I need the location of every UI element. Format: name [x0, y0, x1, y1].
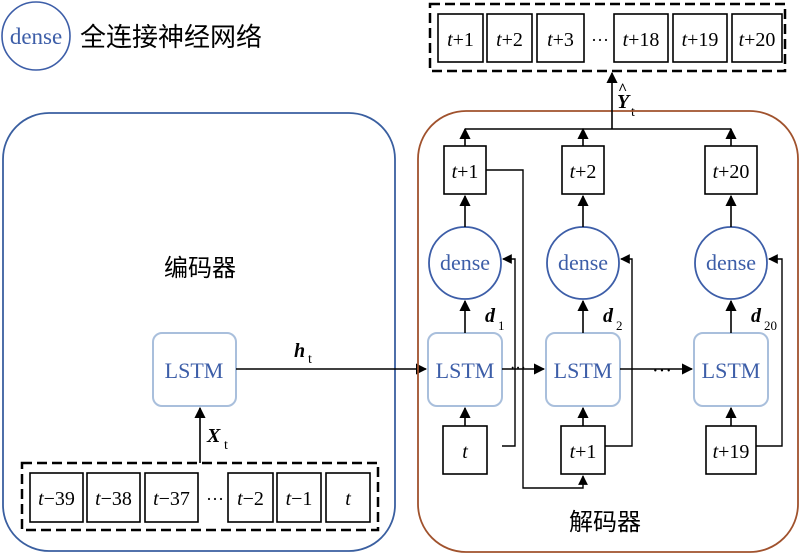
decoder-output-text: t+1	[452, 161, 479, 183]
decoder-dots-2: ···	[652, 360, 672, 382]
encoder-input-cell-text: t	[345, 488, 351, 510]
decoder-dense-label: dense	[706, 250, 756, 275]
encoder-input-cell-text: t−39	[38, 488, 75, 510]
encoder: 编码器 LSTM t−39 t−38 t−37 ··· t−2 t−1 t X t	[2, 112, 396, 552]
decoder-lstm-label: LSTM	[702, 358, 761, 383]
encoder-input-cell	[29, 472, 84, 523]
prediction-output: t+1 t+2 t+3 ··· t+18 t+19 t+20 Y ^ t	[428, 2, 787, 120]
decoder-lstm-label: LSTM	[554, 358, 613, 383]
decoder-input-text: t+1	[570, 441, 597, 463]
legend: dense 全连接神经网络	[1, 1, 262, 71]
encoder-input-dashed-frame	[20, 461, 380, 532]
prediction-dots: ···	[591, 30, 609, 50]
decoder-d-label: d	[751, 305, 762, 327]
decoder-dots-1: ···	[510, 360, 526, 377]
prediction-cell-text: t+1	[447, 29, 474, 51]
encoder-input-label: X	[206, 425, 221, 447]
legend-dense-label: dense	[10, 24, 62, 49]
decoder-input-cell	[560, 425, 606, 475]
prediction-cell	[486, 13, 533, 63]
encoder-input-cell	[86, 472, 141, 523]
prediction-cell-text: t+2	[496, 29, 523, 51]
decoder-dense-label: dense	[440, 250, 490, 275]
decoder-output-cell	[704, 145, 758, 195]
decoder-feedback-1	[486, 169, 588, 489]
decoder-d-label-sub: 2	[616, 318, 623, 333]
encoder-input-label-sub: t	[224, 438, 228, 453]
decoder-d-label: d	[603, 305, 614, 327]
prediction-cell-text: t+3	[547, 29, 574, 51]
encoder-input-cell-text: t−37	[153, 488, 190, 510]
decoder-input-text: t+19	[713, 441, 750, 463]
encoder-input-cell	[227, 472, 274, 523]
prediction-cell-text: t+20	[739, 29, 776, 51]
prediction-cell	[437, 13, 484, 63]
encoder-label: 编码器	[164, 254, 236, 282]
hidden-state: h t	[236, 340, 428, 375]
prediction-label: Y	[617, 91, 631, 113]
prediction-cell-text: t+19	[682, 29, 719, 51]
encoder-input-cell-text: t−2	[237, 488, 264, 510]
encoder-input-cell	[325, 472, 371, 523]
prediction-dashed-frame	[428, 2, 787, 73]
encoder-input-cell-text: t−1	[286, 488, 313, 510]
legend-description: 全连接神经网络	[80, 23, 262, 53]
prediction-cell	[672, 13, 728, 63]
decoder-output-text: t+2	[570, 161, 597, 183]
decoder-loop-3	[756, 254, 783, 447]
encoder-input-cell-text: t−38	[95, 488, 132, 510]
decoder-d-label-sub: 20	[764, 318, 777, 333]
decoder-d-label: d	[485, 305, 496, 327]
hidden-state-label-sub: t	[308, 352, 312, 367]
decoder-input-text: t	[462, 441, 468, 463]
encoder-input-cell	[144, 472, 199, 523]
decoder-output-text: t+20	[713, 161, 750, 183]
encoder-frame	[2, 112, 396, 552]
decoder-label: 解码器	[569, 508, 641, 536]
decoder-output-cell	[561, 145, 605, 195]
encoder-lstm-label: LSTM	[165, 358, 224, 383]
prediction-cell	[613, 13, 669, 63]
encoder-input-dots: ···	[206, 489, 224, 509]
prediction-cell-text: t+18	[623, 29, 660, 51]
encoder-input-cell	[276, 472, 322, 523]
legend-dense-circle	[1, 1, 71, 71]
decoder-d-label-sub: 1	[498, 318, 505, 333]
decoder-input-cell	[705, 425, 757, 475]
prediction-cell	[536, 13, 585, 63]
decoder-frame	[417, 110, 799, 553]
prediction-label-sub: t	[631, 105, 635, 120]
hidden-state-label: h	[294, 340, 305, 362]
prediction-label-hat: ^	[618, 81, 627, 98]
decoder-output-cell	[443, 145, 487, 195]
prediction-cell	[731, 13, 783, 63]
decoder-lstm-label: LSTM	[436, 358, 495, 383]
decoder-loop-1	[502, 254, 516, 447]
decoder-loop-2	[605, 254, 633, 447]
decoder-dense-label: dense	[558, 250, 608, 275]
